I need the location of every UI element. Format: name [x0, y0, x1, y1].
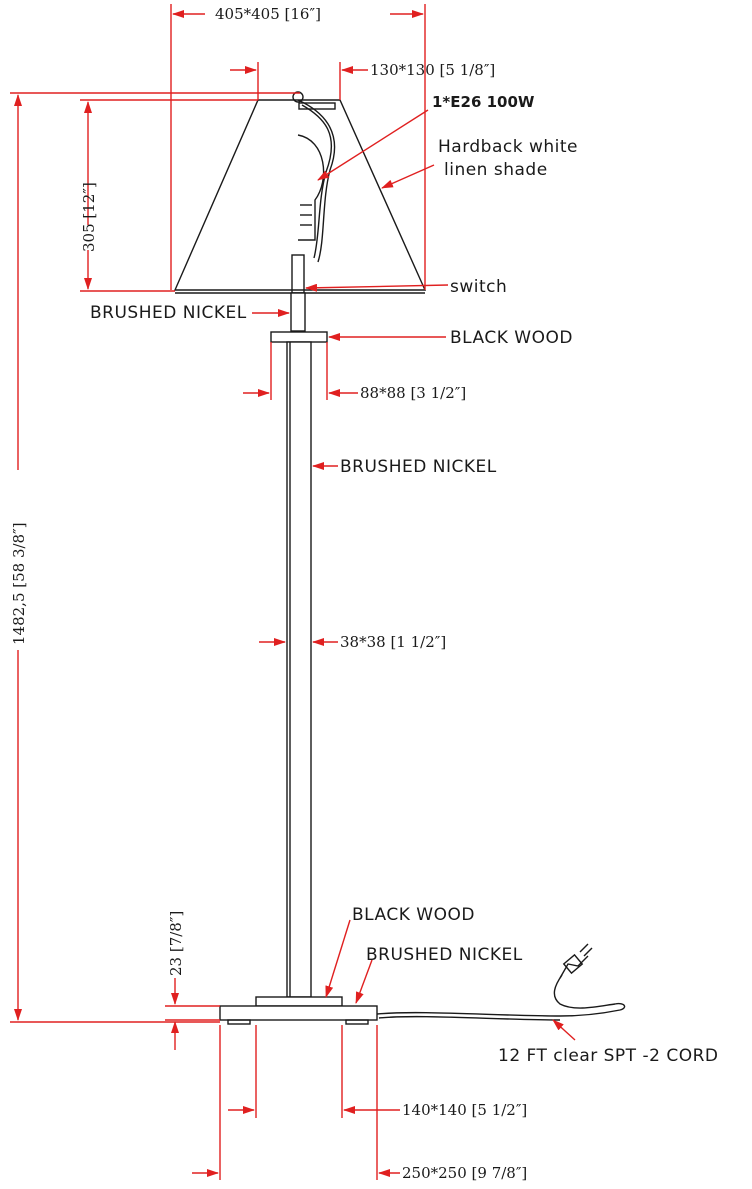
label-nickel-pole: BRUSHED NICKEL	[340, 457, 497, 477]
dimension-texts: 405*405 [16″] 130*130 [5 1/8″] 305 [12″]…	[10, 5, 527, 1182]
dim-shade-height: 305 [12″]	[80, 182, 98, 252]
label-shade-line2: linen shade	[444, 160, 548, 180]
wood-ring	[270, 331, 328, 343]
bulb	[297, 134, 325, 241]
dim-pole: 38*38 [1 1/2″]	[340, 633, 446, 651]
lamp-shade	[173, 99, 427, 291]
label-nickel-base: BRUSHED NICKEL	[366, 945, 523, 965]
dim-total-height: 1482,5 [58 3/8″]	[10, 522, 28, 645]
dim-base-top: 140*140 [5 1/2″]	[402, 1101, 527, 1119]
dim-base-height: 23 [7/8″]	[167, 911, 185, 976]
lamp-body	[173, 91, 626, 1025]
dimension-lines	[10, 4, 576, 1180]
dim-base-bottom: 250*250 [9 7/8″]	[402, 1164, 527, 1182]
plug-icon	[559, 943, 593, 979]
label-wood-top: BLACK WOOD	[450, 328, 573, 348]
dim-shade-top: 130*130 [5 1/8″]	[370, 61, 495, 79]
power-cord	[376, 974, 626, 1017]
label-nickel-top: BRUSHED NICKEL	[90, 303, 247, 323]
callout-labels: 1*E26 100W Hardback white linen shade sw…	[90, 93, 718, 1066]
label-wood-base: BLACK WOOD	[352, 905, 475, 925]
lamp-pole	[286, 341, 312, 998]
lamp-base	[219, 1005, 378, 1021]
base-top-block	[255, 996, 343, 1007]
dim-wood-ring: 88*88 [3 1/2″]	[360, 384, 466, 402]
label-bulb: 1*E26 100W	[432, 93, 535, 111]
nickel-neck	[290, 292, 306, 332]
dim-shade-width: 405*405 [16″]	[215, 5, 321, 23]
label-shade-line1: Hardback white	[438, 137, 578, 157]
label-cord: 12 FT clear SPT -2 CORD	[498, 1046, 718, 1066]
label-switch: switch	[450, 277, 507, 297]
